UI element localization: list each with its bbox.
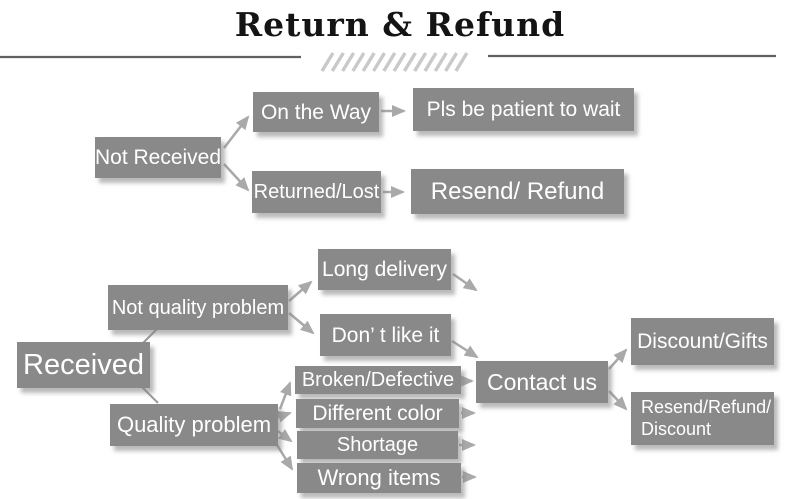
node-different-color: Different color xyxy=(296,399,459,428)
title-hatch-marks xyxy=(320,52,469,72)
arrow-contact-us-to-resend-refund-discount xyxy=(608,390,628,411)
node-resend-refund: Resend/ Refund xyxy=(411,169,624,214)
node-resend-refund-discount-line1: Resend/Refund/ xyxy=(641,396,772,417)
node-not-quality-problem: Not quality problem xyxy=(108,285,288,330)
node-shortage: Shortage xyxy=(297,431,458,459)
node-not-received: Not Received xyxy=(95,137,221,178)
arrow-quality-to-broken-defective xyxy=(278,381,292,410)
node-resend-refund-discount: Resend/Refund/ Discount xyxy=(631,392,774,445)
node-pls-be-patient: Pls be patient to wait xyxy=(413,88,634,131)
node-broken-defective: Broken/Defective xyxy=(295,366,461,394)
node-on-the-way: On the Way xyxy=(253,92,379,132)
node-received: Received xyxy=(17,342,150,388)
node-dont-like-it: Don’ t like it xyxy=(320,314,451,356)
node-discount-gifts: Discount/Gifts xyxy=(631,318,774,365)
arrow-not-quality-to-long-delivery xyxy=(288,280,313,302)
arrow-not-received-to-on-the-way xyxy=(223,115,250,149)
line-received-to-quality-problem xyxy=(140,385,159,404)
node-contact-us: Contact us xyxy=(476,361,608,403)
arrow-not-quality-to-dont-like-it xyxy=(288,312,315,335)
arrow-long-delivery-to-contact-us xyxy=(452,272,478,292)
node-quality-problem: Quality problem xyxy=(110,404,278,446)
page-title: Return & Refund xyxy=(234,5,566,44)
node-returned-lost: Returned/Lost xyxy=(252,171,381,213)
node-resend-refund-discount-line2: Discount xyxy=(641,418,712,439)
node-long-delivery: Long delivery xyxy=(318,249,451,290)
arrow-dont-like-it-to-contact-us xyxy=(451,339,479,359)
arrow-contact-us-to-discount-gifts xyxy=(608,348,628,370)
arrow-not-received-to-returned-lost xyxy=(223,163,250,192)
node-wrong-items: Wrong items xyxy=(297,463,461,493)
